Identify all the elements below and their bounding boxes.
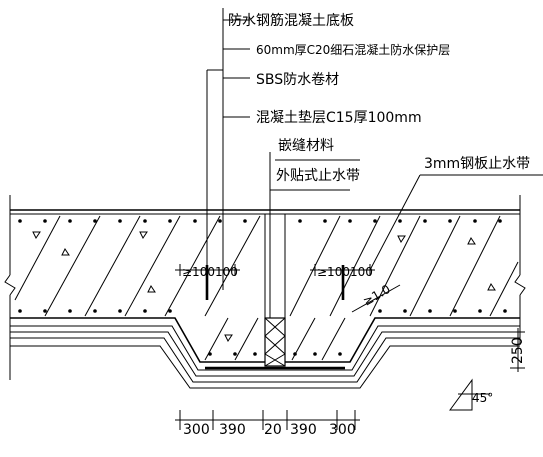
joint-filler	[264, 317, 286, 367]
dim-390-left: 390	[219, 422, 246, 438]
right-dimension-line	[510, 328, 525, 372]
label-leaders	[206, 8, 543, 318]
dim-390-right: 390	[290, 422, 317, 438]
dim-300-left: 300	[183, 422, 210, 438]
angle-45: 45°	[472, 391, 493, 405]
rebar-top-row	[18, 219, 502, 223]
label-cushion-layer: 混凝土垫层C15厚100mm	[256, 110, 422, 126]
steel-waterstop-plate	[205, 265, 345, 300]
label-protection-layer: 60mm厚C20细石混凝土防水保护层	[256, 42, 450, 57]
label-bottom-slab: 防水钢筋混凝土底板	[228, 12, 354, 29]
dim-left-a: ≥100	[182, 265, 215, 279]
dim-300-right: 300	[329, 422, 356, 438]
dim-slope: ≥1.0	[361, 282, 393, 309]
anchor-dims-right: ≥100 100	[310, 264, 375, 279]
label-joint-filler: 嵌缝材料	[278, 138, 334, 154]
dim-250: 250	[510, 337, 526, 364]
dim-20: 20	[264, 422, 282, 438]
dim-right-a: ≥100	[317, 265, 350, 279]
anchor-dims-left: ≥100 100	[175, 264, 240, 279]
slab-outline	[4, 195, 526, 389]
rebar-bottom-row	[18, 309, 507, 356]
dim-right-b: 100	[350, 265, 373, 279]
aggregate-marks	[32, 231, 496, 342]
bottom-dimension-line	[175, 410, 360, 430]
slope-length-mark: ≥1.0	[351, 282, 401, 313]
label-steel-waterstop: 3mm钢板止水带	[424, 156, 530, 172]
slope-angle-symbol	[449, 378, 490, 411]
dim-left-b: 100	[215, 265, 238, 279]
label-sbs-membrane: SBS防水卷材	[256, 72, 339, 88]
label-external-waterstop: 外贴式止水带	[276, 168, 360, 184]
